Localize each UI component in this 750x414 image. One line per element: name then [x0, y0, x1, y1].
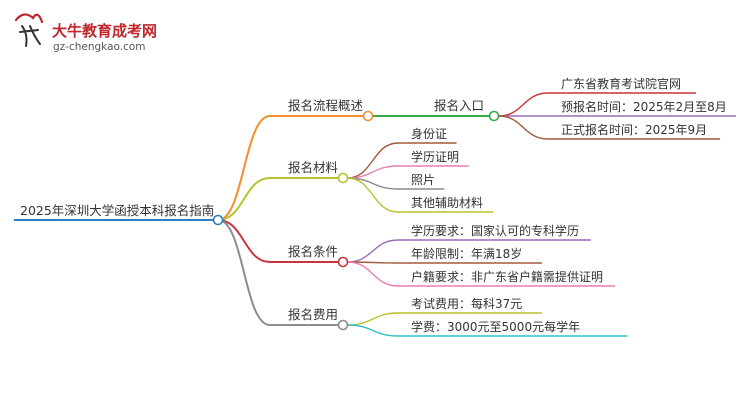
- bull-emblem-icon: [14, 13, 44, 47]
- branch-toggle[interactable]: [337, 172, 349, 184]
- leaf-label: 学费：3000元至5000元每学年: [411, 319, 580, 334]
- branch-toggle[interactable]: [362, 110, 374, 122]
- logo-url: gz-chengkao.com: [53, 41, 146, 53]
- mindmap-links: [14, 92, 736, 337]
- branch-link: [217, 219, 271, 263]
- leaf-link: [498, 92, 549, 117]
- branch-label: 报名流程概述: [288, 98, 364, 113]
- sub-branch-label: 报名入口: [434, 98, 484, 113]
- leaf-label: 学历证明: [411, 149, 459, 164]
- leaf-label: 户籍要求：非广东省户籍需提供证明: [411, 269, 603, 284]
- sub-branch-toggle[interactable]: [488, 110, 500, 122]
- leaf-label: 年龄限制：年满18岁: [411, 246, 522, 261]
- leaf-link: [347, 177, 399, 213]
- leaf-link: [347, 312, 399, 326]
- leaf-label: 正式报名时间：2025年9月: [561, 122, 707, 137]
- leaf-label: 照片: [411, 173, 435, 187]
- leaf-label: 身份证: [411, 126, 447, 141]
- leaf-link: [347, 239, 399, 263]
- leaf-label: 广东省教育考试院官网: [561, 76, 681, 91]
- branch-link: [217, 115, 271, 221]
- branch-link: [217, 177, 271, 221]
- leaf-link: [498, 115, 549, 140]
- leaf-label: 其他辅助材料: [411, 196, 483, 210]
- site-logo: 大牛教育成考网 gz-chengkao.com: [14, 13, 157, 53]
- root-node-label: 2025年深圳大学函授本科报名指南: [20, 203, 214, 218]
- branch-label: 报名条件: [288, 244, 338, 259]
- logo-name: 大牛教育成考网: [52, 22, 157, 40]
- branch-toggle[interactable]: [337, 319, 349, 331]
- branch-label: 报名材料: [288, 160, 339, 175]
- leaf-label: 学历要求：国家认可的专科学历: [411, 223, 579, 238]
- leaf-label: 考试费用：每科37元: [411, 296, 522, 311]
- mindmap-nodes: 2025年深圳大学函授本科报名指南 报名流程概述 报名入口 广东省教育考试院官网预报名…: [20, 76, 727, 334]
- leaf-label: 预报名时间：2025年2月至8月: [561, 99, 727, 114]
- branch-link: [217, 219, 271, 326]
- leaf-link: [347, 261, 399, 287]
- root-toggle[interactable]: [212, 214, 224, 226]
- branch-toggle[interactable]: [337, 256, 349, 268]
- branch-label: 报名费用: [288, 307, 338, 322]
- leaf-link: [347, 324, 399, 337]
